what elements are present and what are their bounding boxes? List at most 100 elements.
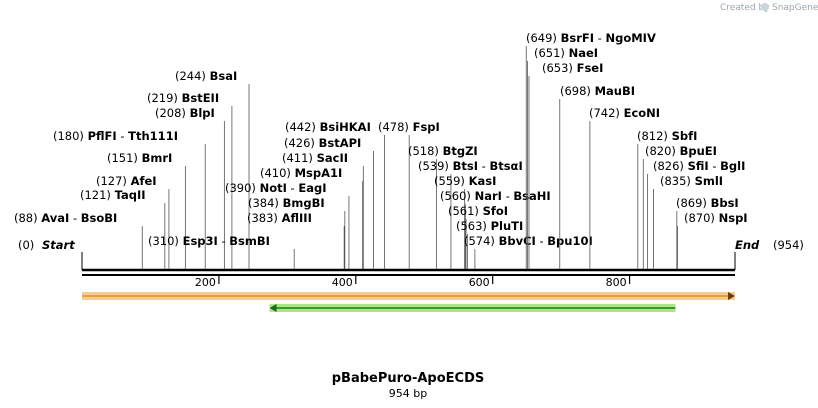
site-taqii[interactable]: (121) TaqII [80, 188, 166, 269]
site-btgzi[interactable]: (518) BtgZI [408, 144, 478, 269]
site-label[interactable]: (208) BlpI [155, 106, 215, 120]
site-label[interactable]: (390) NotI - EagI [225, 181, 327, 195]
site-label[interactable]: (574) BbvCI - Bpu10I [464, 234, 593, 248]
site-bsteii[interactable]: (219) BstEII [147, 91, 233, 269]
site-separator: - [69, 211, 80, 225]
site-smli[interactable]: (835) SmlI [653, 174, 724, 269]
site-position: (88) [14, 211, 41, 225]
enzyme-name: SacII [317, 151, 348, 165]
enzyme-name: BstEII [182, 91, 220, 105]
site-sacii[interactable]: (411) SacII [282, 151, 364, 269]
site-separator: - [218, 234, 229, 248]
site-afei[interactable]: (127) AfeI [96, 174, 170, 269]
site-label[interactable]: (180) PflFI - Tth111I [53, 129, 178, 143]
site-label[interactable]: (383) AflIII [247, 211, 312, 225]
site-naei[interactable]: (651) NaeI [527, 46, 598, 269]
site-label[interactable]: (426) BstAPI [284, 136, 361, 150]
site-label[interactable]: (151) BmrI [107, 151, 172, 165]
site-btsi[interactable]: (539) BtsI - BtsαI [418, 159, 523, 269]
enzyme-name: MspA1I [295, 166, 343, 180]
site-label[interactable]: (244) BsaI [175, 69, 237, 83]
end-marker: End (954) [734, 238, 804, 270]
site-position: (574) [464, 234, 499, 248]
site-label[interactable]: (384) BmgBI [248, 196, 325, 210]
site-bsai[interactable]: (244) BsaI [175, 69, 250, 269]
site-label[interactable]: (742) EcoNI [589, 106, 660, 120]
site-bsihkai[interactable]: (442) BsiHKAI [285, 120, 385, 269]
site-bbsi[interactable]: (869) BbsI [676, 196, 739, 269]
site-blpi[interactable]: (208) BlpI [155, 106, 225, 269]
site-esp3i[interactable]: (310) Esp3I - BsmBI [148, 234, 295, 269]
site-bbvci[interactable]: (574) BbvCI - Bpu10I [464, 234, 593, 269]
site-position: (151) [107, 151, 142, 165]
site-sfoi[interactable]: (561) SfoI [448, 204, 508, 269]
site-label[interactable]: (826) SfiI - BglI [653, 159, 745, 173]
enzyme-name: BsmBI [229, 234, 270, 248]
site-bstapi[interactable]: (426) BstAPI [284, 136, 374, 269]
site-label[interactable]: (88) AvaI - BsoBI [14, 211, 117, 225]
site-label[interactable]: (442) BsiHKAI [285, 120, 371, 134]
enzyme-name: MauBI [595, 84, 635, 98]
start-marker: (0) Start [18, 238, 83, 270]
site-sbfi[interactable]: (812) SbfI [637, 129, 697, 269]
start-position: (0) [18, 238, 34, 252]
site-label[interactable]: (410) MspA1I [260, 166, 342, 180]
ruler-tick-label: 200 [195, 276, 216, 289]
site-fsei[interactable]: (653) FseI [528, 61, 603, 269]
enzyme-name: BsoBI [81, 211, 118, 225]
site-nspi[interactable]: (870) NspI [677, 211, 748, 269]
site-label[interactable]: (698) MauBI [560, 84, 635, 98]
site-mspa1i[interactable]: (410) MspA1I [260, 166, 364, 269]
site-label[interactable]: (812) SbfI [637, 129, 697, 143]
site-fspi[interactable]: (478) FspI [378, 120, 440, 269]
enzyme-name: BtsI [453, 159, 478, 173]
site-label[interactable]: (649) BsrFI - NgoMIV [526, 31, 656, 45]
site-label[interactable]: (219) BstEII [147, 91, 219, 105]
site-label[interactable]: (310) Esp3I - BsmBI [148, 234, 270, 248]
enzyme-name: AflIII [282, 211, 312, 225]
site-position: (560) [440, 189, 475, 203]
site-label[interactable]: (478) FspI [378, 120, 440, 134]
site-sfii[interactable]: (826) SfiI - BglI [646, 159, 745, 269]
site-label[interactable]: (870) NspI [684, 211, 748, 225]
site-afliii[interactable]: (383) AflIII [247, 211, 345, 269]
site-label[interactable]: (820) BpuEI [645, 144, 717, 158]
site-avai[interactable]: (88) AvaI - BsoBI [14, 211, 143, 269]
site-label[interactable]: (560) NarI - BsaHI [440, 189, 551, 203]
site-bmgbi[interactable]: (384) BmgBI [248, 196, 346, 269]
site-label[interactable]: (539) BtsI - BtsαI [418, 159, 523, 173]
enzyme-name: PflFI [88, 129, 117, 143]
site-econi[interactable]: (742) EcoNI [589, 106, 660, 269]
site-position: (208) [155, 106, 190, 120]
enzyme-name: BsaHI [513, 189, 550, 203]
site-position: (310) [148, 234, 183, 248]
site-noti[interactable]: (390) NotI - EagI [225, 181, 350, 269]
site-label[interactable]: (121) TaqII [80, 188, 146, 202]
site-label[interactable]: (563) PluTI [456, 219, 523, 233]
site-label[interactable]: (518) BtgZI [408, 144, 478, 158]
site-label[interactable]: (411) SacII [282, 151, 348, 165]
site-bpuei[interactable]: (820) BpuEI [642, 144, 717, 269]
site-pflfi[interactable]: (180) PflFI - Tth111I [53, 129, 206, 269]
site-nari[interactable]: (560) NarI - BsaHI [440, 189, 551, 269]
site-label[interactable]: (127) AfeI [96, 174, 157, 188]
site-kasi[interactable]: (559) KasI [434, 174, 496, 269]
site-label[interactable]: (559) KasI [434, 174, 496, 188]
site-position: (426) [284, 136, 319, 150]
site-pluti[interactable]: (563) PluTI [456, 219, 523, 269]
site-maubi[interactable]: (698) MauBI [559, 84, 635, 269]
site-label[interactable]: (869) BbsI [676, 196, 739, 210]
site-label[interactable]: (835) SmlI [660, 174, 723, 188]
site-bsrfi[interactable]: (649) BsrFI - NgoMIV [525, 31, 656, 269]
site-position: (384) [248, 196, 283, 210]
site-label[interactable]: (653) FseI [542, 61, 603, 75]
credit-prefix: Created by [720, 3, 770, 13]
enzyme-name: BlpI [190, 106, 215, 120]
site-position: (559) [434, 174, 469, 188]
site-label[interactable]: (651) NaeI [534, 46, 598, 60]
site-label[interactable]: (561) SfoI [448, 204, 508, 218]
site-bmri[interactable]: (151) BmrI [107, 151, 186, 269]
